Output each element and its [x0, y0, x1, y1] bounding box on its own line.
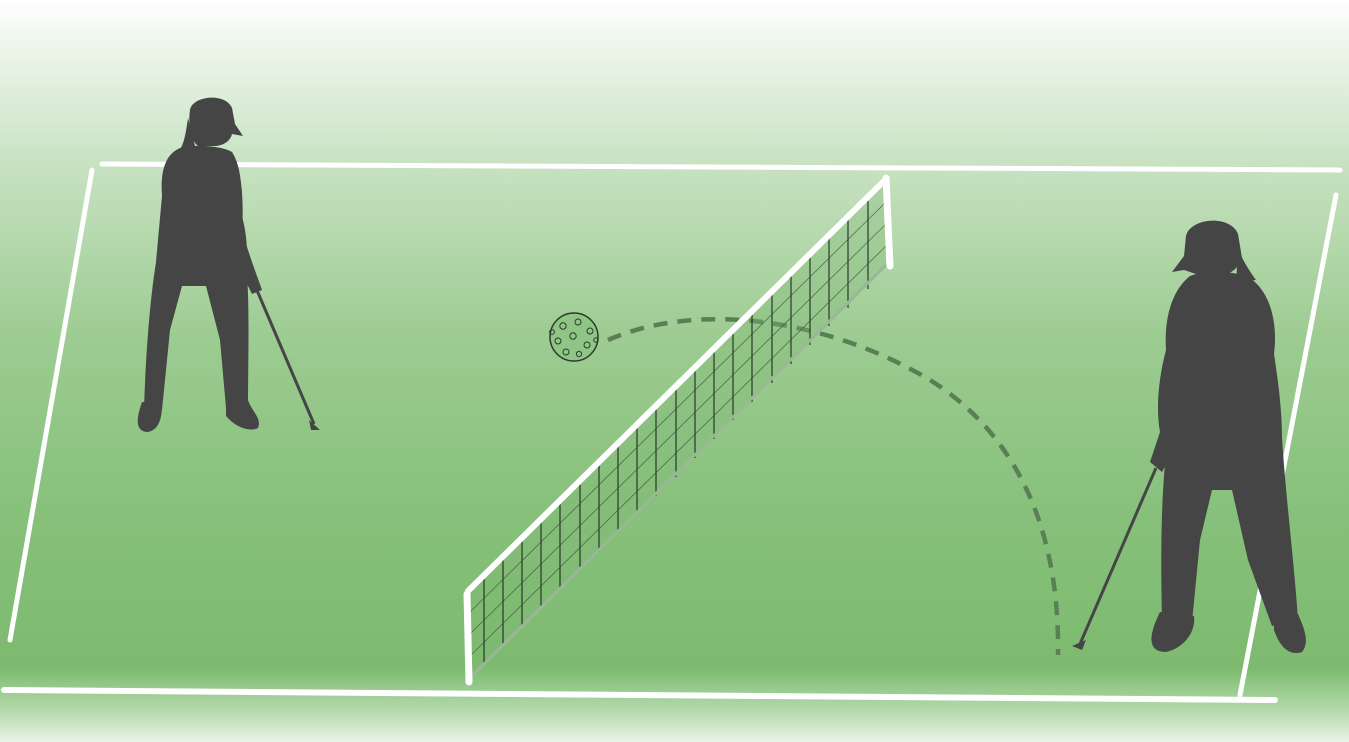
net-post-left [467, 594, 469, 682]
wiffle-ball [550, 313, 599, 361]
net-post-right [886, 178, 890, 266]
